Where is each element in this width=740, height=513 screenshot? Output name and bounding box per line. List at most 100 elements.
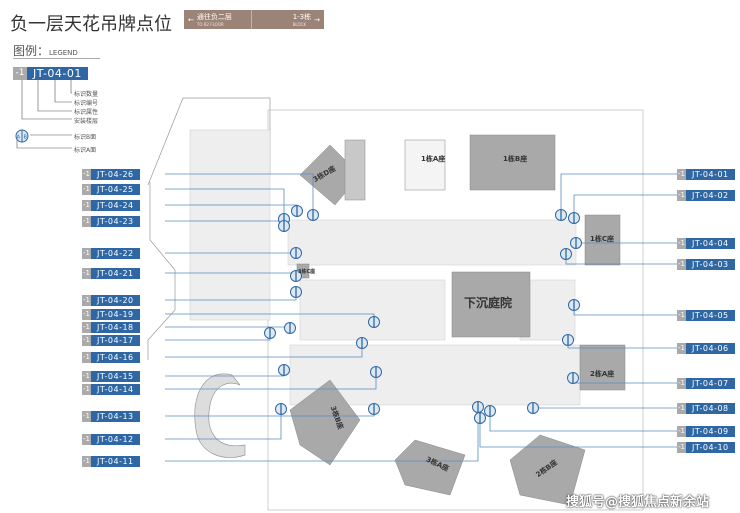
- tag-code: JT-04-20: [91, 295, 140, 306]
- tag-floor: -1: [82, 434, 91, 445]
- sign-marker-icon[interactable]: [484, 405, 496, 417]
- tag-code: JT-04-19: [91, 309, 140, 320]
- tag-floor: -1: [82, 184, 91, 195]
- tag-code: JT-04-15: [91, 371, 140, 382]
- sign-marker-icon[interactable]: [307, 209, 319, 221]
- building-label: 1栋C座: [590, 234, 614, 243]
- tag-floor: -1: [82, 456, 91, 467]
- sign-marker-icon[interactable]: [290, 286, 302, 298]
- sign-marker-icon[interactable]: [568, 212, 580, 224]
- sign-marker-icon[interactable]: [278, 220, 290, 232]
- tag-code: JT-04-25: [91, 184, 140, 195]
- sign-marker-icon[interactable]: [474, 412, 486, 424]
- sign-marker-icon[interactable]: [568, 299, 580, 311]
- sign-marker-icon[interactable]: [264, 327, 276, 339]
- sign-marker-icon[interactable]: [290, 247, 302, 259]
- tag-floor: -1: [677, 169, 686, 180]
- arrow-left-icon: ←: [188, 15, 194, 24]
- tag-floor: -1: [82, 248, 91, 259]
- sign-marker-icon[interactable]: [567, 372, 579, 384]
- sign-marker-icon[interactable]: [291, 205, 303, 217]
- tag-code: JT-04-17: [91, 335, 140, 346]
- sign-marker-icon[interactable]: [560, 248, 572, 260]
- legend-title: 图例：LEGEND: [13, 42, 78, 59]
- tag-code: JT-04-24: [91, 200, 140, 211]
- sign-marker-icon[interactable]: [284, 322, 296, 334]
- tag-floor: -1: [82, 295, 91, 306]
- tag-floor: -1: [82, 371, 91, 382]
- tag-floor: -1: [82, 309, 91, 320]
- tag-code: JT-04-22: [91, 248, 140, 259]
- tag-code: JT-04-11: [91, 456, 140, 467]
- tag-code: JT-04-01: [686, 169, 735, 180]
- sign-marker-icon[interactable]: [555, 209, 567, 221]
- sign-marker-icon[interactable]: [278, 364, 290, 376]
- tag-floor: -1: [82, 322, 91, 333]
- sign-marker-icon[interactable]: [370, 366, 382, 378]
- leader-line: [560, 173, 677, 215]
- legend-code: JT-04-01: [27, 67, 88, 80]
- sign-marker-icon[interactable]: [472, 401, 484, 413]
- sign-marker-icon[interactable]: [275, 403, 287, 415]
- tag-code: JT-04-09: [686, 426, 735, 437]
- leader-line: [165, 173, 314, 215]
- legend-item: 安装楼层: [74, 118, 99, 125]
- tag-floor: -1: [677, 238, 686, 249]
- tag-floor: -1: [82, 268, 91, 279]
- sign-marker-icon[interactable]: [527, 402, 539, 414]
- legend-floor: -1: [13, 67, 27, 80]
- tag-floor: -1: [677, 403, 686, 414]
- tag-code: JT-04-02: [686, 190, 735, 201]
- tag-code: JT-04-13: [91, 411, 140, 422]
- sign-marker-icon[interactable]: [368, 403, 380, 415]
- legend-title-en: LEGEND: [49, 49, 78, 57]
- sign-marker-icon[interactable]: [368, 316, 380, 328]
- leader-line: [165, 409, 282, 440]
- building-label: 2栋A座: [590, 369, 614, 378]
- sign-marker-icon[interactable]: [562, 334, 574, 346]
- building-label: 3栋C座: [298, 268, 315, 275]
- sign-marker-icon[interactable]: [570, 237, 582, 249]
- tag-floor: -1: [82, 335, 91, 346]
- tag-floor: -1: [677, 343, 686, 354]
- sign-marker-icon[interactable]: [356, 337, 368, 349]
- to-b2-en: TO B2 FLOOR: [196, 22, 224, 27]
- divider: [13, 58, 100, 59]
- legend-a: A: [17, 135, 21, 141]
- tag-code: JT-04-08: [686, 403, 735, 414]
- tag-floor: -1: [82, 216, 91, 227]
- block-en: BLOCK: [292, 22, 307, 27]
- legend-item: 标识B面: [74, 134, 97, 141]
- tag-code: JT-04-21: [91, 268, 140, 279]
- tag-floor: -1: [677, 190, 686, 201]
- sign-marker-icon[interactable]: [290, 270, 302, 282]
